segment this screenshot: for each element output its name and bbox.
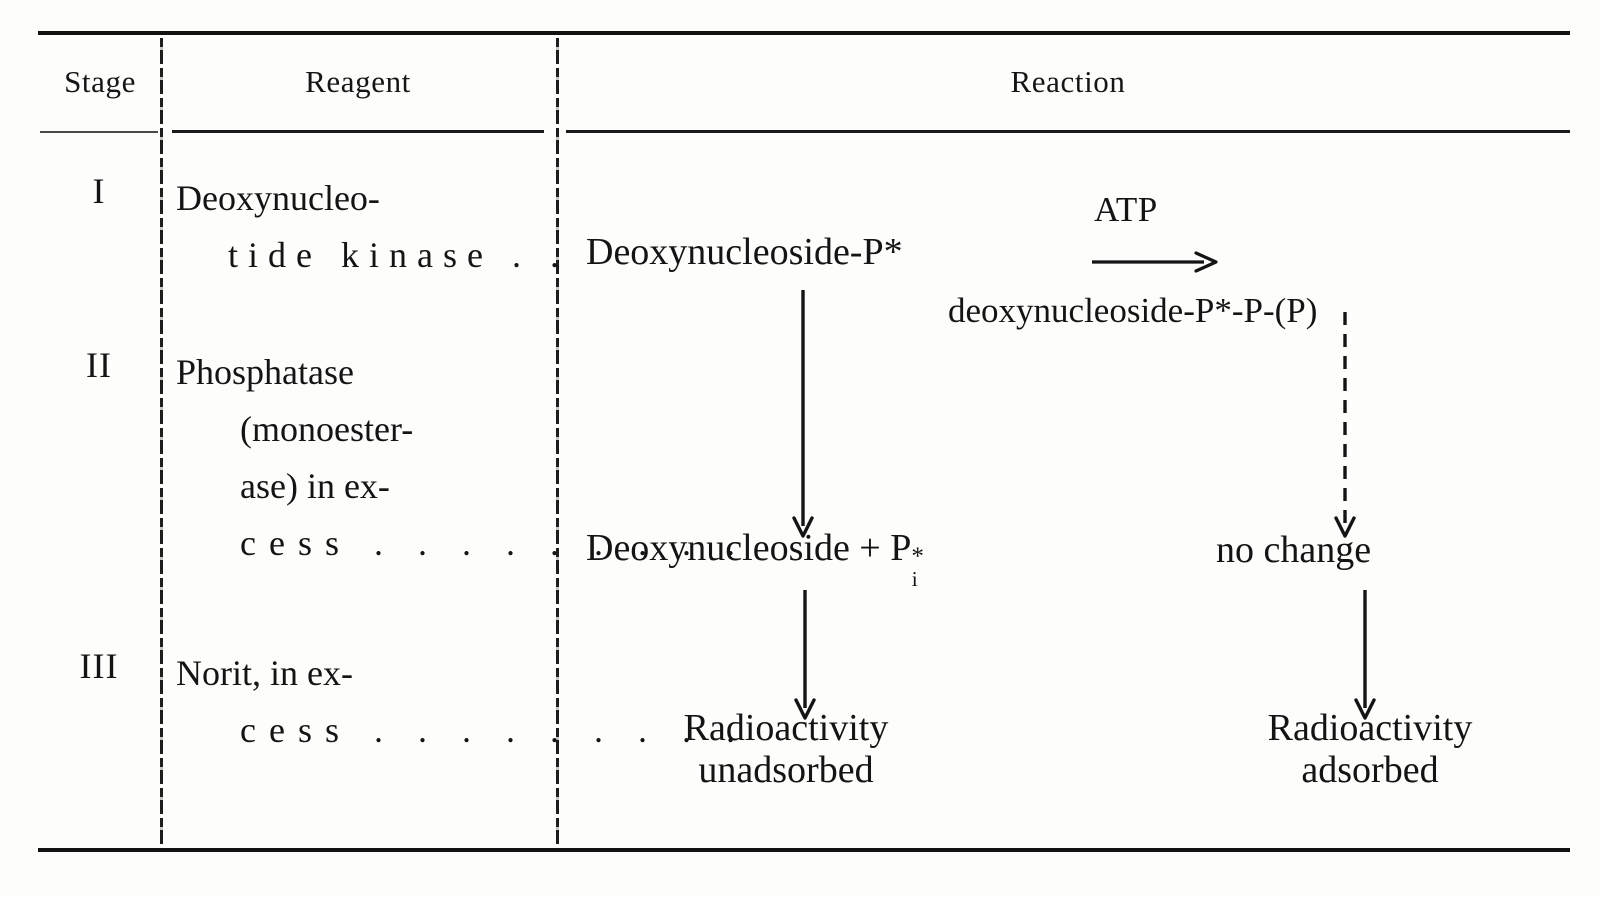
column-header-reagent: Reagent [305,64,411,99]
flow-arrow-down-right-2-icon [1350,590,1380,720]
flow-arrow-down-left-2-icon [790,590,820,720]
reaction-product-2-left-text: Deoxynucleoside + P [586,527,912,569]
reaction-result-right-line1: Radioactivity [1267,707,1473,749]
reaction-arrow-atp-icon [1092,250,1218,274]
column-header-stage: Stage [64,64,136,99]
table-bottom-rule [38,848,1570,852]
column-divider-reagent-reaction [556,38,559,844]
reaction-result-left-line1: Radioactivity [683,707,889,749]
reaction-product-2-left: Deoxynucleoside + P*i [586,527,927,590]
phosphate-subscript: i [911,566,918,591]
phosphate-superscript: * [911,543,924,571]
header-rule-stage [40,131,158,133]
column-header-reaction: Reaction [1010,64,1126,99]
reagent-line: cess . . . . . . . . . [240,710,748,750]
reagent-line: cess . . . . . . . . . [240,523,748,563]
reaction-result-left: Radioactivity unadsorbed [576,707,996,792]
header-rule-reagent [172,130,544,133]
reagent-cell-2: Phosphatase (monoester- ase) in ex- cess… [176,344,748,572]
header-rule-reaction [566,130,1570,133]
stage-number-2: II [86,345,112,385]
reaction-result-right-line2: adsorbed [1301,748,1439,791]
reagent-line: ase) in ex- [240,466,390,506]
reagent-cell-3: Norit, in ex- cess . . . . . . . . . [176,645,748,759]
arrow-label-atp: ATP [1094,190,1158,229]
stage-number-3: III [79,646,119,686]
reaction-result-right: Radioactivity adsorbed [1160,707,1580,792]
stage-number-1: I [92,171,106,211]
reagent-line: tide kinase . . [228,235,569,275]
reagent-line: Phosphatase [176,352,354,392]
reaction-result-left-line2: unadsorbed [698,748,874,791]
column-divider-stage-reagent [160,38,163,844]
flow-arrow-down-left-1-icon [788,290,818,538]
reaction-product-1: deoxynucleoside-P*-P-(P) [948,291,1318,330]
reaction-substrate-1: Deoxynucleoside-P* [586,231,903,273]
reagent-line: Deoxynucleo- [176,178,380,218]
reagent-line: Norit, in ex- [176,653,353,693]
flow-arrow-down-right-dashed-icon [1330,312,1360,538]
reagent-line: (monoester- [240,409,414,449]
reagent-cell-1: Deoxynucleo- tide kinase . . [176,170,569,284]
table-top-rule [38,31,1570,35]
reaction-product-2-right: no change [1216,529,1372,571]
